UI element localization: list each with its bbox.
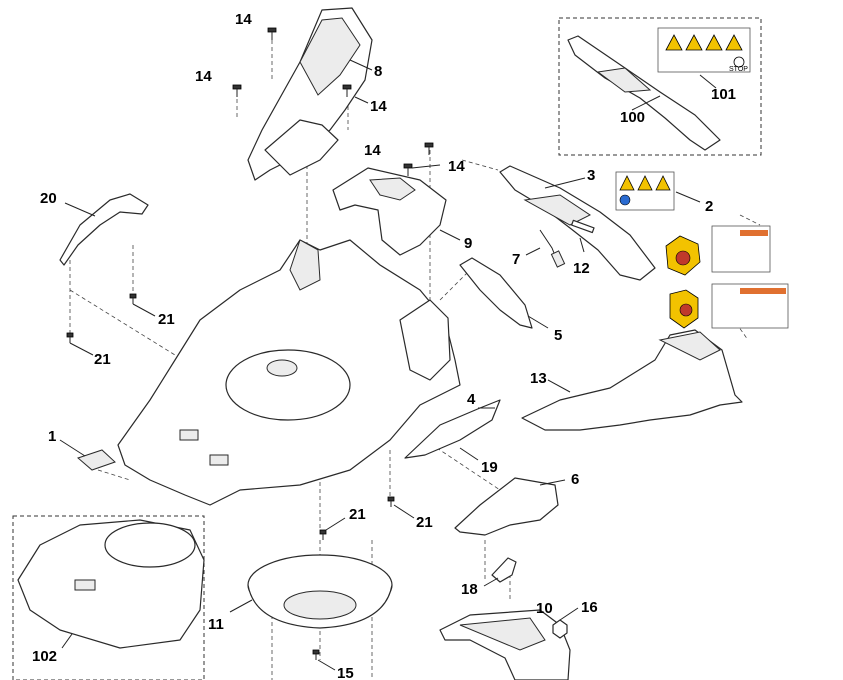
callout-13: 13 (530, 370, 547, 387)
callout-20: 20 (40, 190, 57, 207)
stop-text: STOP (729, 66, 748, 73)
callout-11: 11 (208, 616, 224, 633)
callout-21: 21 (416, 514, 433, 531)
screw-21-d (387, 496, 395, 507)
callout-14: 14 (370, 98, 387, 115)
callout-9: 9 (464, 235, 472, 252)
screw-14-a (267, 27, 277, 40)
callout-2: 2 (705, 198, 713, 215)
callout-14: 14 (448, 158, 465, 175)
screw-21-a (129, 293, 137, 304)
screw-15 (312, 649, 320, 660)
callout-1: 1 (48, 428, 56, 445)
part-19-side-rail (404, 399, 501, 461)
danger-decal-group (665, 225, 789, 329)
part-100-chute-cover-kit (567, 35, 721, 151)
callout-7: 7 (512, 251, 520, 268)
callout-21: 21 (158, 311, 175, 328)
callout-21: 21 (94, 351, 111, 368)
kit-102-box (12, 515, 205, 680)
part-18-clip (483, 557, 517, 587)
part-7-spring (525, 229, 566, 268)
callout-8: 8 (374, 63, 382, 80)
part-1-label-plate (59, 439, 116, 471)
part-20-side-trim (59, 193, 149, 266)
part-101-warning-decal: STOP (657, 27, 751, 89)
screw-leaders (69, 96, 579, 671)
callout-18: 18 (461, 581, 478, 598)
part-5-flap (459, 257, 549, 329)
part-9-center-bracket (332, 167, 461, 256)
callout-3: 3 (587, 167, 595, 184)
callout-10: 10 (536, 600, 553, 617)
callout-102: 102 (32, 648, 57, 665)
callout-14: 14 (364, 142, 381, 159)
callout-100: 100 (620, 109, 645, 126)
screws (66, 27, 568, 660)
screw-21-b (66, 332, 74, 343)
callout-6: 6 (571, 471, 579, 488)
callout-15: 15 (337, 665, 354, 680)
callout-14: 14 (195, 68, 212, 85)
kit-100-101-box (558, 17, 762, 156)
part-8-handle-bracket (247, 7, 373, 181)
callout-101: 101 (711, 86, 736, 103)
part-10-rear-housing (439, 609, 571, 680)
part-11-blade-cup (229, 554, 393, 629)
callout-labels: 14 14 14 14 14 8 9 20 21 21 21 21 1 102 … (32, 11, 736, 680)
part-2-warning-decal (615, 171, 701, 211)
screw-14-b (232, 84, 242, 97)
screw-21-c (319, 529, 327, 540)
screw-14-e (424, 142, 434, 155)
part-6-chute-flap (454, 477, 566, 536)
screw-14-d (403, 163, 413, 176)
callout-4: 4 (467, 391, 476, 408)
part-102-deck-detail (17, 519, 205, 649)
callout-21: 21 (349, 506, 366, 523)
callout-12: 12 (573, 260, 590, 277)
screw-14-c (342, 84, 352, 97)
mower-deck (117, 239, 461, 506)
callout-14: 14 (235, 11, 252, 28)
callout-19: 19 (481, 459, 498, 476)
callout-5: 5 (554, 327, 562, 344)
part-12-pin (571, 219, 595, 253)
part-13-grass-deflector (521, 329, 743, 431)
callout-16: 16 (581, 599, 598, 616)
